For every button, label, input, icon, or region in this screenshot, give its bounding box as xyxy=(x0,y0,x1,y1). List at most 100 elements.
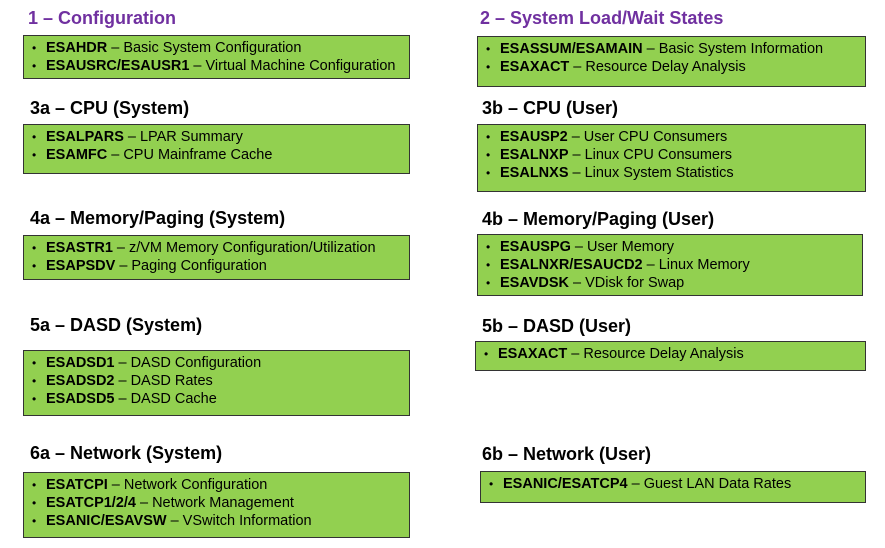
section-box-network-user: • ESANIC/ESATCP4 – Guest LAN Data Rates xyxy=(480,471,866,503)
report-description: Linux System Statistics xyxy=(584,165,734,181)
list-item: • ESALPARS – LPAR Summary xyxy=(32,128,409,146)
list-item: • ESATCP1/2/4 – Network Management xyxy=(32,494,409,512)
separator: – xyxy=(193,58,202,74)
section-box-dasd-system: • ESADSD1 – DASD Configuration • ESADSD2… xyxy=(23,350,410,416)
list-item: • ESAXACT – Resource Delay Analysis xyxy=(486,58,865,76)
bullet: • xyxy=(32,241,37,255)
report-description: DASD Cache xyxy=(130,391,217,407)
bullet: • xyxy=(489,477,494,491)
report-code: ESADSD1 xyxy=(46,355,115,371)
separator: – xyxy=(574,239,583,255)
section-box-network-system: • ESATCPI – Network Configuration • ESAT… xyxy=(23,472,410,538)
report-code: ESASSUM/ESAMAIN xyxy=(500,41,643,57)
list-item: • ESADSD2 – DASD Rates xyxy=(32,372,409,390)
report-code: ESAVDSK xyxy=(500,275,570,291)
report-description: User CPU Consumers xyxy=(583,129,728,145)
separator: – xyxy=(646,257,655,273)
list-item: • ESADSD1 – DASD Configuration xyxy=(32,354,409,372)
separator: – xyxy=(111,477,120,493)
section-title-dasd-system: 5a – DASD (System) xyxy=(30,315,203,335)
bullet: • xyxy=(32,41,37,55)
report-code: ESATCPI xyxy=(46,477,108,493)
section-title-configuration: 1 – Configuration xyxy=(28,8,176,28)
bullet: • xyxy=(486,42,491,56)
section-title-network-system: 6a – Network (System) xyxy=(30,443,223,463)
list-item: • ESANIC/ESAVSW – VSwitch Information xyxy=(32,512,409,530)
section-box-memory-system: • ESASTR1 – z/VM Memory Configuration/Ut… xyxy=(23,235,410,280)
list-item: • ESASSUM/ESAMAIN – Basic System Informa… xyxy=(486,40,865,58)
list-item: • ESALNXP – Linux CPU Consumers xyxy=(486,146,865,164)
bullet: • xyxy=(32,496,37,510)
report-code: ESATCP1/2/4 xyxy=(46,495,136,511)
bullet: • xyxy=(486,166,491,180)
list-item: • ESATCPI – Network Configuration xyxy=(32,476,409,494)
report-code: ESALNXS xyxy=(500,165,569,181)
separator: – xyxy=(646,41,655,57)
section-title-memory-system: 4a – Memory/Paging (System) xyxy=(30,208,286,228)
section-box-dasd-user: • ESAXACT – Resource Delay Analysis xyxy=(475,341,866,371)
bullet: • xyxy=(486,276,491,290)
report-description: Guest LAN Data Rates xyxy=(643,476,792,492)
bullet: • xyxy=(486,130,491,144)
section-box-system-load: • ESASSUM/ESAMAIN – Basic System Informa… xyxy=(477,36,866,87)
section-title-cpu-system: 3a – CPU (System) xyxy=(30,98,190,118)
separator: – xyxy=(631,476,640,492)
section-title-memory-user: 4b – Memory/Paging (User) xyxy=(482,209,715,229)
report-description: CPU Mainframe Cache xyxy=(123,147,273,163)
section-title-cpu-user: 3b – CPU (User) xyxy=(482,98,619,118)
bullet: • xyxy=(484,347,489,361)
list-item: • ESAPSDV – Paging Configuration xyxy=(32,257,409,275)
report-code: ESAXACT xyxy=(498,346,568,362)
section-box-cpu-user: • ESAUSP2 – User CPU Consumers • ESALNXP… xyxy=(477,124,866,192)
bullet: • xyxy=(32,514,37,528)
report-code: ESAHDR xyxy=(46,40,108,56)
list-item: • ESADSD5 – DASD Cache xyxy=(32,390,409,408)
section-title-network-user: 6b – Network (User) xyxy=(482,444,652,464)
report-code: ESAUSRC/ESAUSR1 xyxy=(46,58,190,74)
report-description: DASD Rates xyxy=(130,373,213,389)
list-item: • ESAUSRC/ESAUSR1 – Virtual Machine Conf… xyxy=(32,57,409,75)
bullet: • xyxy=(486,148,491,162)
separator: – xyxy=(119,258,128,274)
separator: – xyxy=(127,129,136,145)
list-item: • ESALNXS – Linux System Statistics xyxy=(486,164,865,182)
separator: – xyxy=(118,373,127,389)
separator: – xyxy=(572,165,581,181)
report-description: Paging Configuration xyxy=(131,258,267,274)
report-code: ESAMFC xyxy=(46,147,108,163)
list-item: • ESANIC/ESATCP4 – Guest LAN Data Rates xyxy=(489,475,865,493)
separator: – xyxy=(571,129,580,145)
separator: – xyxy=(170,513,179,529)
bullet: • xyxy=(32,478,37,492)
separator: – xyxy=(573,59,582,75)
report-code: ESADSD5 xyxy=(46,391,115,407)
list-item: • ESASTR1 – z/VM Memory Configuration/Ut… xyxy=(32,239,409,257)
section-box-memory-user: • ESAUSPG – User Memory • ESALNXR/ESAUCD… xyxy=(477,234,863,296)
report-code: ESAUSP2 xyxy=(500,129,568,145)
list-item: • ESAVDSK – VDisk for Swap xyxy=(486,274,862,292)
report-description: DASD Configuration xyxy=(130,355,262,371)
list-item: • ESAUSP2 – User CPU Consumers xyxy=(486,128,865,146)
section-box-configuration: • ESAHDR – Basic System Configuration • … xyxy=(23,35,410,79)
separator: – xyxy=(118,355,127,371)
bullet: • xyxy=(32,148,37,162)
report-description: VDisk for Swap xyxy=(585,275,685,291)
report-code: ESANIC/ESATCP4 xyxy=(503,476,628,492)
report-code: ESASTR1 xyxy=(46,240,113,256)
separator: – xyxy=(573,275,582,291)
list-item: • ESAXACT – Resource Delay Analysis xyxy=(484,345,865,363)
report-code: ESALNXP xyxy=(500,147,569,163)
list-item: • ESAHDR – Basic System Configuration xyxy=(32,39,409,57)
bullet: • xyxy=(486,240,491,254)
report-description: VSwitch Information xyxy=(182,513,312,529)
report-code: ESAPSDV xyxy=(46,258,116,274)
list-item: • ESALNXR/ESAUCD2 – Linux Memory xyxy=(486,256,862,274)
report-description: Network Management xyxy=(152,495,294,511)
report-description: Network Configuration xyxy=(123,477,268,493)
separator: – xyxy=(118,391,127,407)
separator: – xyxy=(111,40,120,56)
report-code: ESAUSPG xyxy=(500,239,571,255)
bullet: • xyxy=(486,60,491,74)
report-description: Basic System Configuration xyxy=(123,40,302,56)
report-description: z/VM Memory Configuration/Utilization xyxy=(128,240,376,256)
